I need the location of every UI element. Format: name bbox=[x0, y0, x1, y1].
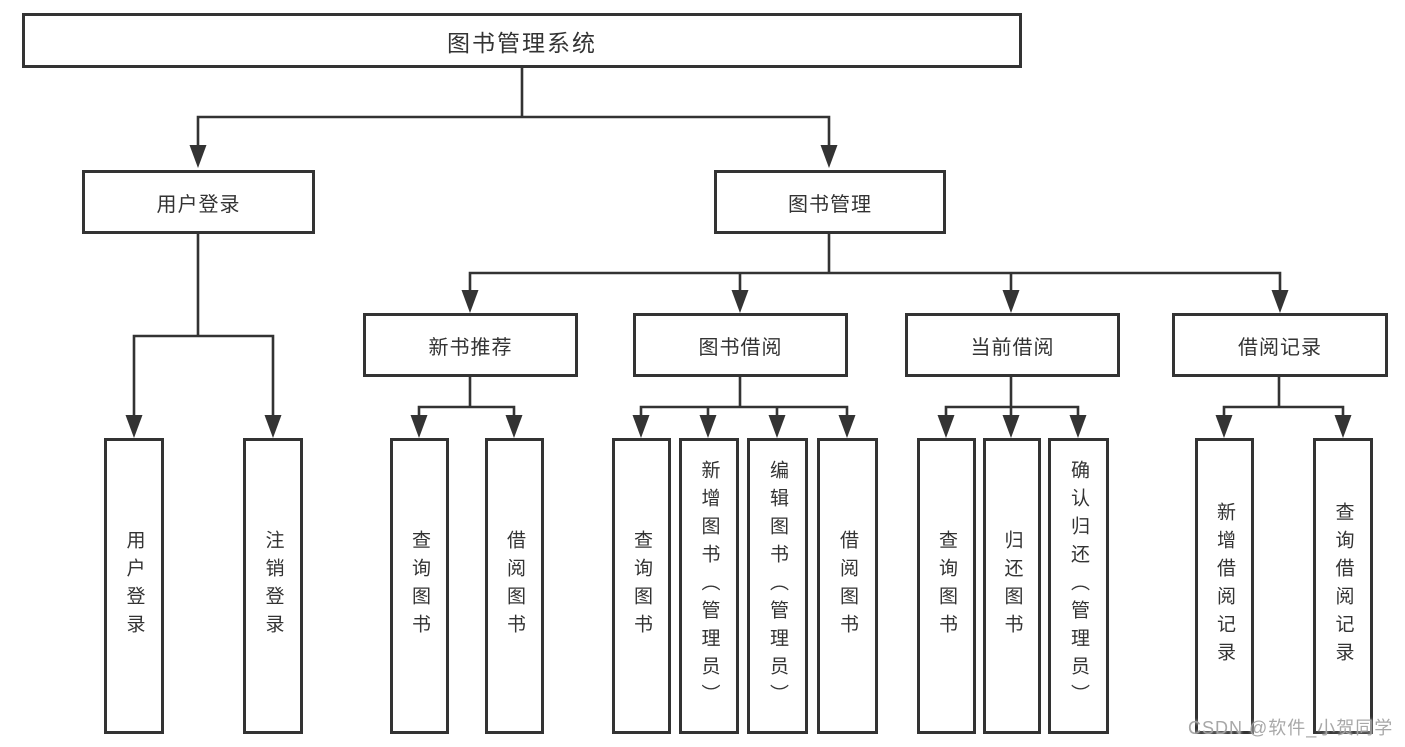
connector-borrowing-records-to-leaves bbox=[1222, 375, 1345, 422]
arrowhead-icon bbox=[189, 145, 207, 168]
node-book-management-label: 图书管理 bbox=[788, 193, 872, 216]
arrowhead-icon bbox=[632, 415, 650, 438]
leaf-br-query-record: 查询借阅记录 bbox=[1313, 438, 1373, 734]
leaf-bb-borrow-books-label: 借阅图书 bbox=[837, 530, 858, 642]
leaf-bb-add-books-admin: 新增图书（管理员） bbox=[679, 438, 739, 734]
leaf-bb-edit-books-admin-label: 编辑图书（管理员） bbox=[767, 460, 788, 712]
arrowhead-icon bbox=[1215, 415, 1233, 438]
leaf-bb-add-books-admin-label: 新增图书（管理员） bbox=[698, 460, 720, 712]
node-book-borrowing-label: 图书借阅 bbox=[698, 336, 783, 359]
leaf-bb-edit-books-admin: 编辑图书（管理员） bbox=[747, 438, 808, 734]
arrowhead-icon bbox=[820, 145, 838, 168]
arrowhead-icon bbox=[699, 415, 717, 438]
leaf-logout-label: 注销登录 bbox=[262, 530, 284, 642]
arrowhead-icon bbox=[838, 415, 856, 438]
arrowhead-icon bbox=[731, 290, 749, 313]
arrowhead-icon bbox=[1069, 415, 1087, 438]
leaf-cb-confirm-return-admin: 确认归还（管理员） bbox=[1048, 438, 1109, 734]
arrowhead-icon bbox=[461, 290, 479, 313]
leaf-cb-return-books-label: 归还图书 bbox=[1001, 530, 1023, 642]
leaf-bb-query-books: 查询图书 bbox=[612, 438, 671, 734]
leaf-login-label: 用户登录 bbox=[123, 530, 145, 642]
leaf-br-query-record-label: 查询借阅记录 bbox=[1332, 502, 1354, 670]
arrowhead-icon bbox=[1334, 415, 1352, 438]
connector-current-borrowing-to-leaves bbox=[944, 375, 1080, 422]
connector-user-login-to-leaves bbox=[132, 232, 275, 420]
leaf-cb-confirm-return-admin-label: 确认归还（管理员） bbox=[1068, 460, 1089, 712]
arrowhead-icon bbox=[1002, 290, 1020, 313]
leaf-cb-return-books: 归还图书 bbox=[983, 438, 1041, 734]
node-borrowing-records: 借阅记录 bbox=[1172, 313, 1388, 377]
leaf-bb-borrow-books: 借阅图书 bbox=[817, 438, 878, 734]
node-user-login: 用户登录 bbox=[82, 170, 315, 234]
connector-new-book-recommend-to-leaves bbox=[417, 375, 516, 422]
leaf-nbr-query-books-label: 查询图书 bbox=[409, 530, 430, 642]
connector-book-management-to-level3 bbox=[468, 232, 1282, 295]
node-borrowing-records-label: 借阅记录 bbox=[1238, 336, 1322, 359]
node-root-system: 图书管理系统 bbox=[22, 13, 1022, 68]
leaf-br-add-record: 新增借阅记录 bbox=[1195, 438, 1254, 734]
leaf-login: 用户登录 bbox=[104, 438, 164, 734]
arrowhead-icon bbox=[1002, 415, 1020, 438]
leaf-br-add-record-label: 新增借阅记录 bbox=[1214, 502, 1235, 670]
arrowhead-icon bbox=[125, 415, 143, 438]
arrowhead-icon bbox=[410, 415, 428, 438]
leaf-logout: 注销登录 bbox=[243, 438, 303, 734]
node-current-borrowing: 当前借阅 bbox=[905, 313, 1120, 377]
node-root-label: 图书管理系统 bbox=[447, 29, 597, 56]
arrowhead-icon bbox=[505, 415, 523, 438]
arrowhead-icon bbox=[1271, 290, 1289, 313]
arrowhead-icon bbox=[937, 415, 955, 438]
connector-book-borrowing-to-leaves bbox=[639, 375, 849, 422]
leaf-cb-query-books: 查询图书 bbox=[917, 438, 976, 734]
arrowhead-icon bbox=[768, 415, 786, 438]
node-current-borrowing-label: 当前借阅 bbox=[970, 336, 1055, 359]
leaf-nbr-query-books: 查询图书 bbox=[390, 438, 449, 734]
leaf-nbr-borrow-books: 借阅图书 bbox=[485, 438, 544, 734]
node-book-management: 图书管理 bbox=[714, 170, 946, 234]
csdn-watermark: CSDN @软件_小贺同学 bbox=[1188, 718, 1394, 738]
node-new-book-recommend-label: 新书推荐 bbox=[428, 336, 513, 359]
leaf-bb-query-books-label: 查询图书 bbox=[631, 530, 652, 642]
node-new-book-recommend: 新书推荐 bbox=[363, 313, 578, 377]
node-user-login-label: 用户登录 bbox=[156, 193, 241, 216]
connector-root-to-level2 bbox=[196, 66, 831, 150]
arrowhead-icon bbox=[264, 415, 282, 438]
leaf-nbr-borrow-books-label: 借阅图书 bbox=[504, 530, 525, 642]
node-book-borrowing: 图书借阅 bbox=[633, 313, 848, 377]
leaf-cb-query-books-label: 查询图书 bbox=[936, 530, 957, 642]
